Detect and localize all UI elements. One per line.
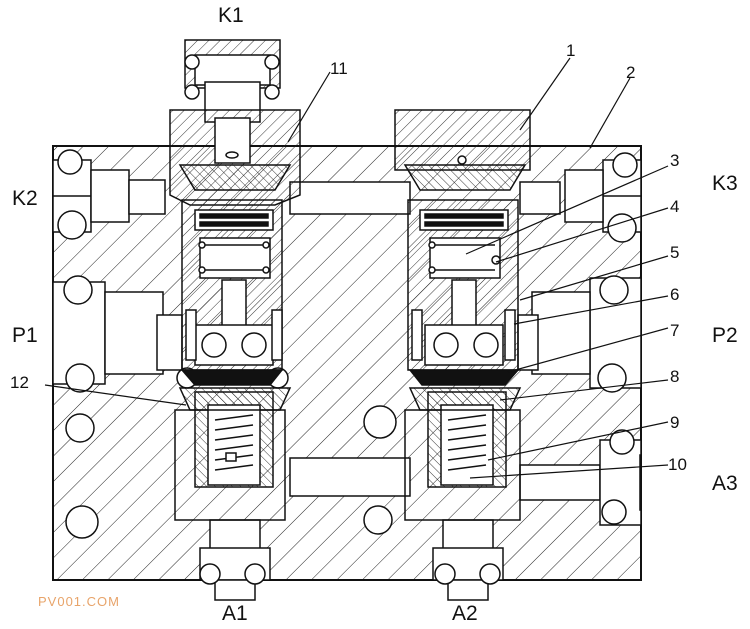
port-label-k3: K3 bbox=[712, 172, 738, 195]
part-number-3: 3 bbox=[670, 151, 679, 170]
horizontal-passages bbox=[289, 181, 601, 501]
port-label-k2: K2 bbox=[12, 187, 38, 210]
part-number-5: 5 bbox=[670, 243, 679, 262]
port-label-a2: A2 bbox=[452, 602, 478, 625]
part-number-6: 6 bbox=[670, 285, 679, 304]
right-cartridge-valve bbox=[394, 109, 531, 521]
port-labels: K1 K2 K3 P1 P2 A1 A2 A3 bbox=[12, 4, 738, 625]
port-label-a3: A3 bbox=[712, 472, 738, 495]
watermark: PV001.COM bbox=[38, 594, 120, 609]
port-a1-bore bbox=[199, 519, 271, 601]
part-number-10: 10 bbox=[668, 455, 687, 474]
part-number-4: 4 bbox=[670, 197, 679, 216]
part-number-7: 7 bbox=[670, 321, 679, 340]
port-label-a1: A1 bbox=[222, 602, 248, 625]
part-number-1: 1 bbox=[566, 41, 575, 60]
part-number-9: 9 bbox=[670, 413, 679, 432]
part-numbers: 1 2 3 4 5 6 7 8 9 10 11 12 bbox=[10, 41, 687, 474]
port-label-p1: P1 bbox=[12, 324, 38, 347]
mounting-holes bbox=[57, 149, 638, 585]
leader-lines bbox=[44, 57, 669, 479]
part-number-11: 11 bbox=[330, 59, 348, 78]
port-a2-bore bbox=[432, 519, 504, 601]
part-number-8: 8 bbox=[670, 367, 679, 386]
port-label-k1: K1 bbox=[218, 4, 244, 27]
part-number-2: 2 bbox=[626, 63, 635, 82]
left-cartridge-valve bbox=[169, 39, 301, 521]
part-number-12: 12 bbox=[10, 373, 29, 392]
port-label-p2: P2 bbox=[712, 324, 738, 347]
